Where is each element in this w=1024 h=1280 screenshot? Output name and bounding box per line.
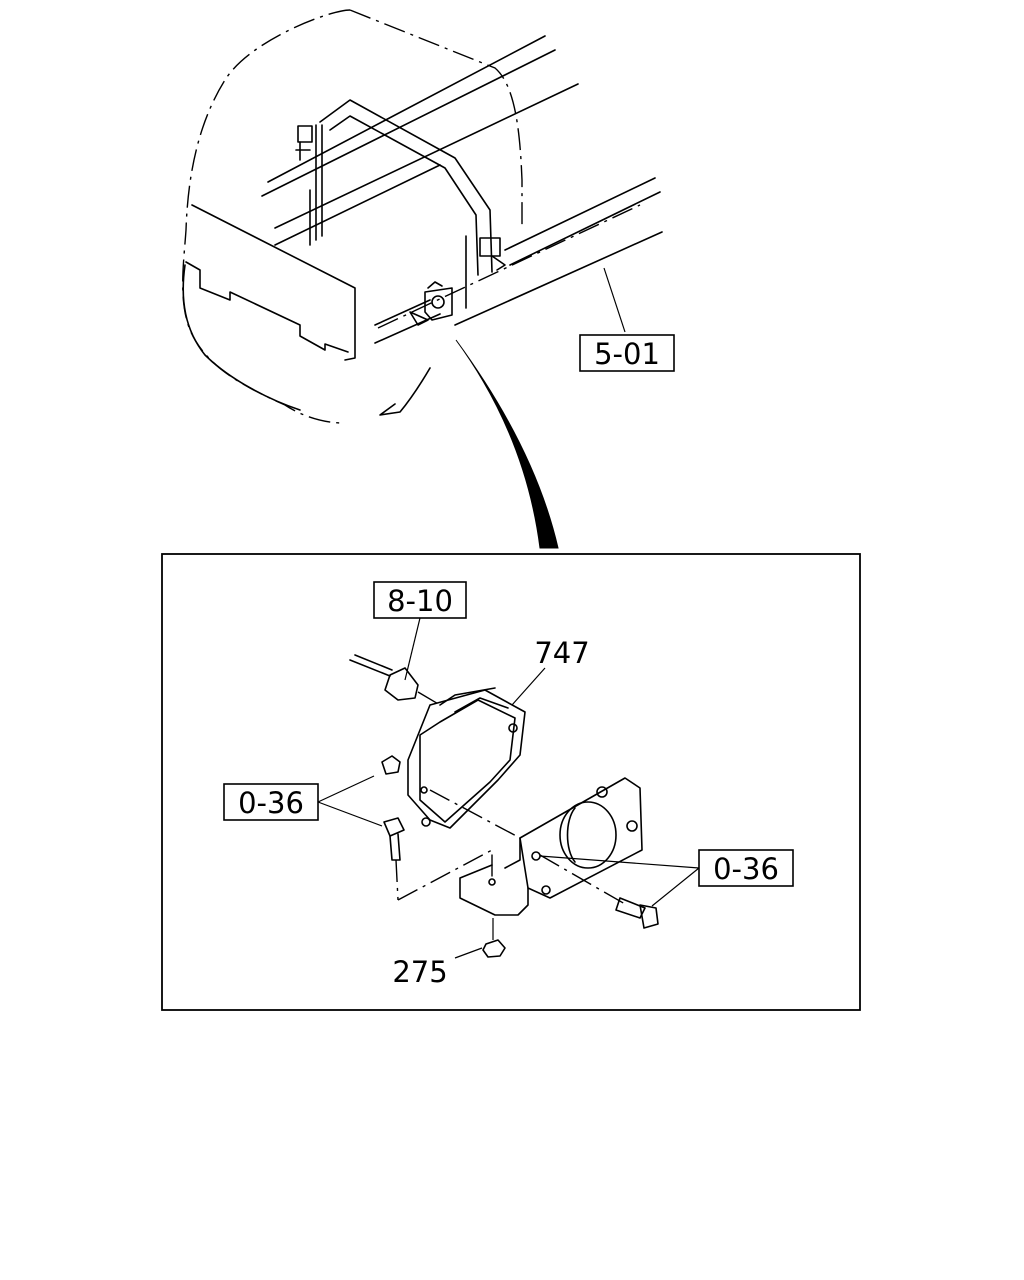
controller-part-label: 747 <box>534 636 589 670</box>
nut-part-label: 275 <box>392 955 447 989</box>
bolts-ref-right: 0-36 <box>539 849 794 907</box>
bolt-right <box>539 854 659 929</box>
cab-front-upper <box>191 204 356 361</box>
cab-roof-line <box>349 9 523 230</box>
leader-nut <box>454 947 483 959</box>
detail-callout-pointer <box>455 339 559 549</box>
frame-ref-label: 5-01 <box>594 337 660 371</box>
mounting-strap <box>319 99 493 273</box>
controller-unit: 747 <box>407 636 590 839</box>
frame-rails <box>261 35 663 344</box>
harness-ref-label: 8-10 <box>387 584 453 618</box>
bolt-left <box>381 755 493 901</box>
cab-side-lower <box>182 264 301 411</box>
cab-bottom <box>379 367 431 416</box>
detail-box <box>161 553 861 1011</box>
strap-clip-left <box>295 125 313 161</box>
truck-cab-frame-view: 5-01 <box>182 9 675 424</box>
strap-clip-right <box>479 237 506 271</box>
mounting-bracket <box>459 777 643 916</box>
frame-ref-box <box>579 334 675 372</box>
bolts-ref-right-box <box>698 849 794 887</box>
bolts-ref-right-label: 0-36 <box>713 852 779 886</box>
cab-outline <box>182 9 351 424</box>
leader-controller <box>511 667 546 706</box>
frame-verticals <box>309 124 323 246</box>
cab-grille <box>185 261 349 353</box>
bolts-ref-left-label: 0-36 <box>238 786 304 820</box>
bolts-ref-left: 0-36 <box>223 775 383 827</box>
harness-ref-box <box>373 581 467 619</box>
nut-bottom: 275 <box>392 918 506 989</box>
leader-frame <box>603 267 626 333</box>
mounting-strap-inner <box>329 115 479 276</box>
harness-connector: 8-10 <box>349 581 467 706</box>
frame-controller-mount <box>409 281 453 326</box>
